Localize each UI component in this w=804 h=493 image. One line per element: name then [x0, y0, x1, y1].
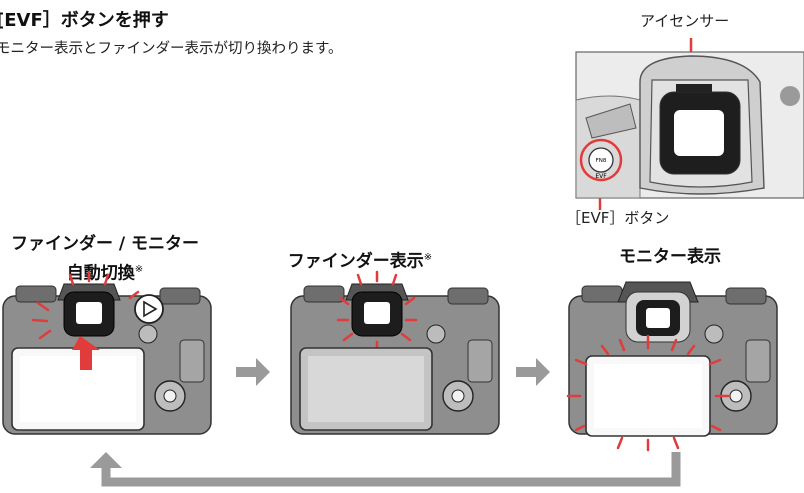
mode-label-auto-ref: ※ — [134, 264, 144, 275]
mode-label-viewfinder: ファインダー表示※ — [260, 245, 460, 275]
mode-label-auto-line1: ファインダー / モニター — [10, 234, 200, 254]
camera-auto-switch — [2, 270, 212, 435]
return-arrow — [90, 452, 681, 487]
mode-label-viewfinder-ref: ※ — [423, 252, 433, 263]
mode-label-viewfinder-text: ファインダー表示 — [287, 251, 424, 272]
section-heading: [EVF］ボタンを押す — [0, 10, 169, 31]
section-description: モニター表示とファインダー表示が切り換わります。 — [0, 41, 343, 57]
camera-monitor — [566, 281, 778, 452]
eye-sensor-label: アイセンサー — [640, 12, 730, 30]
evf-button-label: ［EVF］ボタン — [566, 209, 670, 227]
mode-label-monitor: モニター表示 — [570, 245, 770, 270]
arrow-right-2 — [516, 358, 550, 386]
fn8-mark: FN8 — [596, 158, 607, 164]
evf-mark: EVF — [595, 173, 607, 180]
mode-label-monitor-text: モニター表示 — [619, 247, 721, 267]
mode-label-auto-line2: 自動切換 — [66, 263, 135, 284]
camera-viewfinder — [290, 270, 500, 435]
arrow-right-1 — [236, 358, 270, 386]
mode-label-auto: ファインダー / モニター 自動切換※ — [0, 232, 210, 287]
